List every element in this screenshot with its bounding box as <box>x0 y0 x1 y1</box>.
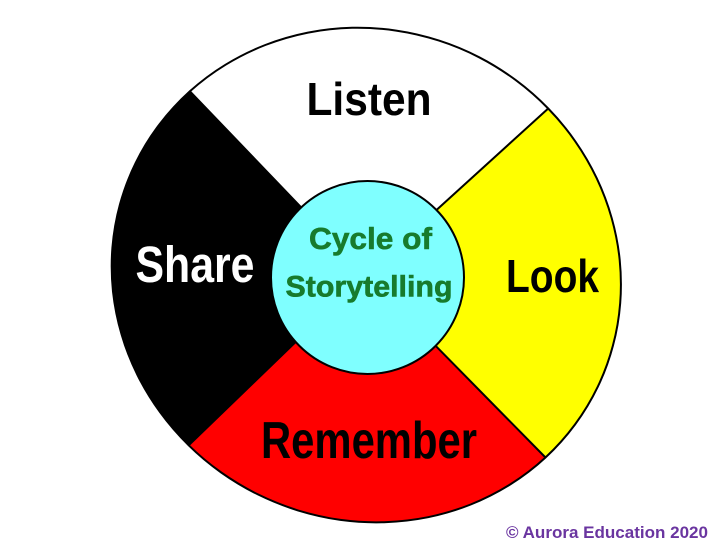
svg-text:Look: Look <box>506 250 599 302</box>
svg-text:Cycle of: Cycle of <box>309 221 433 256</box>
svg-text:Storytelling: Storytelling <box>286 271 453 304</box>
svg-text:© Aurora Education 2020: © Aurora Education 2020 <box>506 524 708 542</box>
svg-text:Share: Share <box>136 236 255 293</box>
svg-text:Remember: Remember <box>261 412 477 470</box>
svg-text:Listen: Listen <box>307 73 432 125</box>
